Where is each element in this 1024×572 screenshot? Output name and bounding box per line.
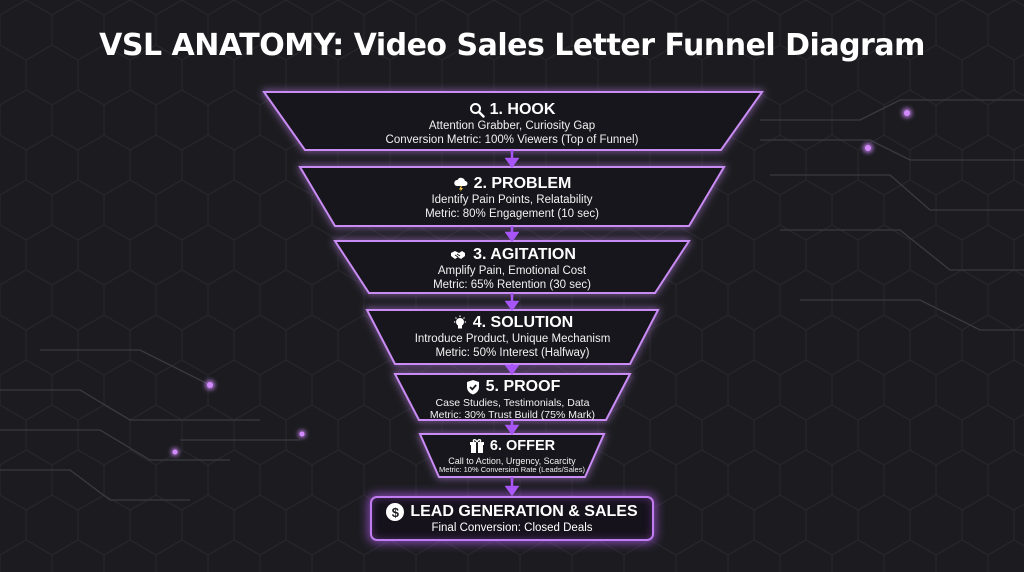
stage-solution: 4. SOLUTION Introduce Product, Unique Me… xyxy=(395,314,630,360)
stage-shape-problem xyxy=(298,166,726,227)
stage-metric: Metric: 10% Conversion Rate (Leads/Sales… xyxy=(439,465,585,475)
final-stage-lead-generation: $ LEAD GENERATION & SALES Final Conversi… xyxy=(370,496,654,541)
stage-agitation: 3. AGITATION Amplify Pain, Emotional Cos… xyxy=(369,246,655,292)
final-heading: LEAD GENERATION & SALES xyxy=(410,503,638,520)
stage-heading: 5. PROOF xyxy=(485,378,561,395)
stage-shape-hook xyxy=(262,91,764,151)
shield-check-icon xyxy=(466,380,479,395)
stage-heading: 6. OFFER xyxy=(489,438,556,454)
stage-proof: 5. PROOF Case Studies, Testimonials, Dat… xyxy=(417,378,608,422)
storm-cloud-icon xyxy=(453,177,468,193)
stage-description: Attention Grabber, Curiosity Gap xyxy=(428,120,596,133)
stage-metric: Metric: 50% Interest (Halfway) xyxy=(435,346,590,359)
stage-heading: 2. PROBLEM xyxy=(473,175,572,192)
stage-description: Introduce Product, Unique Mechanism xyxy=(414,333,611,346)
stage-description: Identify Pain Points, Relatability xyxy=(431,194,593,207)
stage-metric: Metric: 30% Trust Build (75% Mark) xyxy=(429,409,596,422)
stage-description: Amplify Pain, Emotional Cost xyxy=(437,265,587,278)
magnifier-icon xyxy=(469,103,485,118)
stage-heading: 4. SOLUTION xyxy=(472,314,574,331)
stage-description: Case Studies, Testimonials, Data xyxy=(435,397,590,410)
stage-problem: 2. PROBLEM Identify Pain Points, Relatab… xyxy=(335,175,689,221)
stage-shape-proof xyxy=(393,373,632,421)
stage-shape-offer xyxy=(418,433,606,478)
stage-description: Call to Action, Urgency, Scarcity xyxy=(448,455,576,466)
gift-icon xyxy=(469,439,484,454)
stage-metric: Metric: 65% Retention (30 sec) xyxy=(433,278,591,291)
dollar-icon: $ xyxy=(386,503,405,521)
stage-shape-solution xyxy=(365,309,660,365)
stage-metric: Metric: 80% Engagement (10 sec) xyxy=(425,207,599,220)
stage-shape-agitation xyxy=(333,240,691,294)
lightbulb-icon xyxy=(453,315,466,329)
stage-heading: 3. AGITATION xyxy=(473,246,576,263)
stage-offer: 6. OFFER Call to Action, Urgency, Scarci… xyxy=(437,438,587,475)
stage-heading: 1. HOOK xyxy=(489,101,556,118)
handshake-icon xyxy=(451,251,466,260)
stage-metric: Conversion Metric: 100% Viewers (Top of … xyxy=(385,133,639,146)
final-subtitle: Final Conversion: Closed Deals xyxy=(431,522,593,534)
diagram-title: VSL ANATOMY: Video Sales Letter Funnel D… xyxy=(99,28,925,63)
stage-hook: 1. HOOK Attention Grabber, Curiosity Gap… xyxy=(305,101,719,147)
